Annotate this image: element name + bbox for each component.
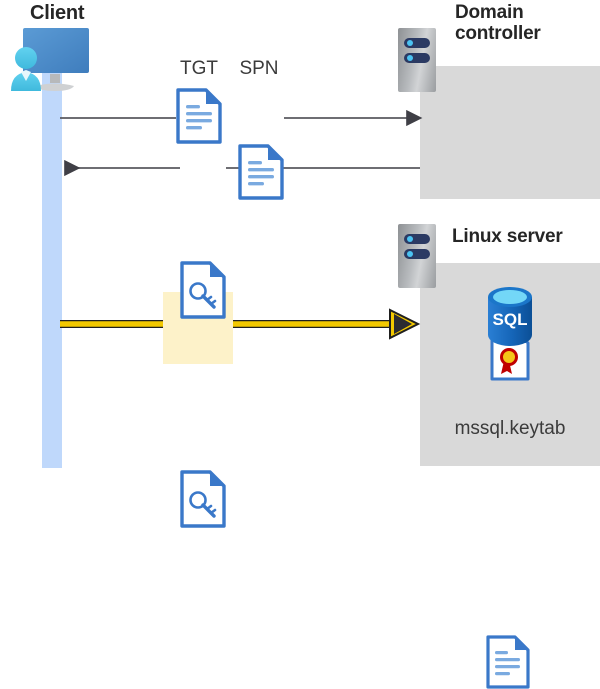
rack-bay [404, 249, 430, 259]
sql-icon-label: SQL [493, 310, 528, 329]
linux-server-title: Linux server [452, 226, 563, 247]
rack-bay [404, 53, 430, 63]
rack-led [407, 251, 413, 257]
domain-controller-rack-icon [398, 28, 436, 92]
client-title: Client [30, 2, 85, 24]
ticket-key-document-icon [180, 261, 600, 319]
rack-led [407, 40, 413, 46]
rack-bay [404, 234, 430, 244]
tgt-label: TGT [180, 58, 218, 79]
spn-label: SPN [239, 58, 279, 79]
diagram-canvas: Client Domain controller Linux server TG… [6, 2, 600, 689]
rack-led [407, 236, 413, 242]
domain-controller-title-line2: controller [455, 23, 541, 45]
rack-led [407, 55, 413, 61]
keytab-file-label: mssql.keytab [454, 418, 566, 439]
client-lifeline [42, 72, 62, 468]
domain-controller-title: Domain controller [455, 2, 595, 45]
user-monitor-icon [6, 24, 110, 107]
domain-controller-title-line1: Domain [455, 2, 524, 23]
domain-controller-panel [420, 66, 600, 199]
tgt-document-icon [176, 88, 600, 144]
sql-database-icon: SQL [484, 286, 536, 351]
keytab-file-icon [486, 635, 600, 689]
rack-bay [404, 38, 430, 48]
service-ticket-key-document-icon [180, 470, 600, 528]
linux-server-rack-icon [398, 224, 436, 288]
spn-document-icon [238, 144, 600, 200]
